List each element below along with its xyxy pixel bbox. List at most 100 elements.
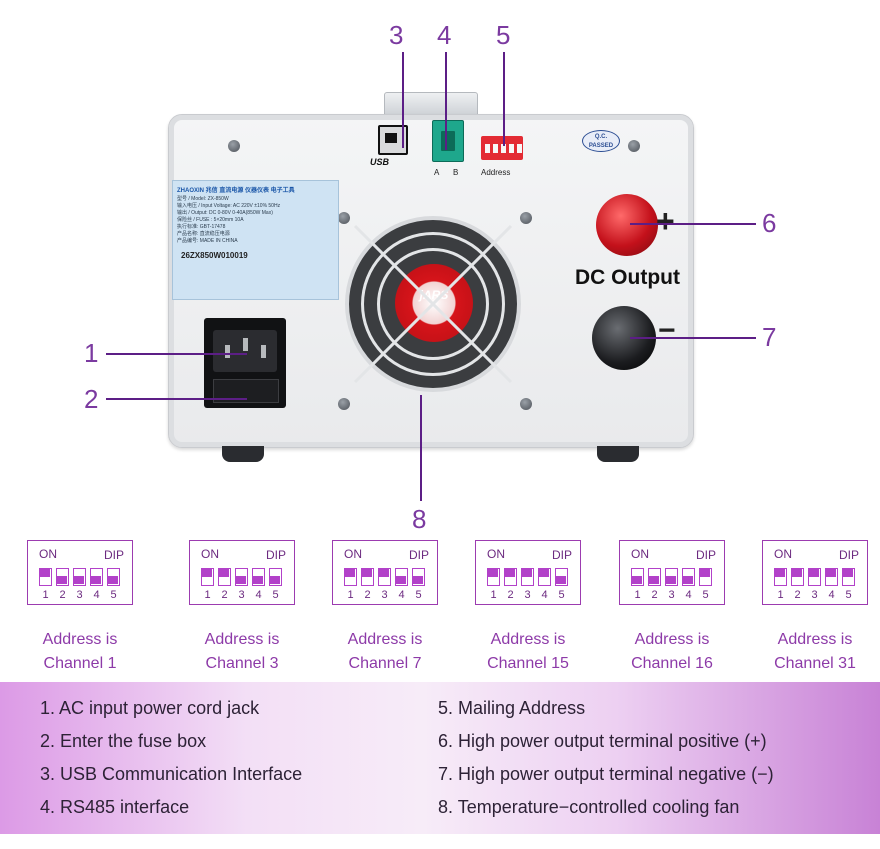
- sticker-line: 产品名称: 直流稳压电源: [177, 231, 230, 237]
- device-foot-left: [222, 446, 264, 462]
- leader-line-5: [503, 52, 505, 146]
- dip-on-label: ON: [487, 547, 505, 561]
- dc-output-label: DC Output: [575, 266, 680, 289]
- callout-4: 4: [437, 20, 452, 50]
- legend-item-4: 4. RS485 interface: [40, 797, 190, 817]
- dip-switch-number: 2: [364, 589, 371, 601]
- caption-line-2: Channel 15: [487, 655, 569, 672]
- legend-band: [0, 682, 880, 834]
- sticker-brand: ZHAOXIN 兆信 直流电源 仪器仪表 电子工具: [177, 188, 295, 194]
- dip-switch-4: [538, 568, 551, 586]
- leader-line-3: [402, 52, 404, 148]
- dip-on-label: ON: [631, 547, 649, 561]
- callout-5: 5: [496, 20, 511, 50]
- screw: [338, 398, 350, 410]
- dip-switch-number: 1: [634, 589, 641, 601]
- dip-switch-4: [90, 568, 103, 586]
- dip-switch-1: [39, 568, 52, 586]
- dip-switch-number: 2: [794, 589, 801, 601]
- dip-on-label: ON: [774, 547, 792, 561]
- sticker-line: 输出 / Output: DC 0-80V 0-40A(850W Max): [177, 210, 273, 216]
- qc-line1: Q.C.: [594, 134, 608, 140]
- caption-line-1: Address is: [490, 631, 566, 648]
- dip-switch-2: [218, 568, 231, 586]
- caption-line-1: Address is: [347, 631, 423, 648]
- caption-line-1: Address is: [204, 631, 280, 648]
- qc-passed-badge: Q.C. PASSED: [582, 130, 620, 152]
- dip-switch-4: [395, 568, 408, 586]
- dip-switch-4: [682, 568, 695, 586]
- dip-title-label: DIP: [103, 548, 124, 562]
- screw: [228, 140, 240, 152]
- dip-switch-1: [631, 568, 644, 586]
- dip-switch-3: [235, 568, 248, 586]
- dip-switch-3: [665, 568, 678, 586]
- leader-line-1: [106, 353, 247, 355]
- dip-switch-number: 4: [93, 589, 100, 601]
- dip-switch-4: [252, 568, 265, 586]
- fan-guard-ring: [361, 232, 505, 376]
- dip-switch-5: [269, 568, 282, 586]
- leader-line-4: [445, 52, 447, 150]
- dip-switch-3: [521, 568, 534, 586]
- dip-switch-number: 3: [381, 589, 388, 601]
- dip-switch-5: [412, 568, 425, 586]
- leader-line-7: [630, 337, 756, 339]
- qc-line2: PASSED: [588, 143, 614, 149]
- dip-switch-number: 5: [415, 589, 422, 601]
- dip-switch-1: [774, 568, 787, 586]
- dip-title-label: DIP: [551, 548, 572, 562]
- screw: [628, 140, 640, 152]
- dip-switch-number: 3: [668, 589, 675, 601]
- dip-switch-3: [73, 568, 86, 586]
- sticker-line: 执行标准: GBT-17478: [177, 224, 226, 230]
- legend-item-3: 3. USB Communication Interface: [40, 764, 303, 784]
- legend-item-6: 6. High power output terminal positive (…: [438, 731, 767, 751]
- dip-on-label: ON: [344, 547, 362, 561]
- screw: [520, 398, 532, 410]
- dip-switch-2: [648, 568, 661, 586]
- sticker-line: 保险丝 / FUSE : 5×20mm 10A: [177, 217, 244, 223]
- leader-line-6: [630, 223, 756, 225]
- dip-on-label: ON: [201, 547, 219, 561]
- legend-item-7: 7. High power output terminal negative (…: [438, 764, 774, 784]
- dip-on-label: ON: [39, 547, 57, 561]
- screw: [520, 212, 532, 224]
- caption-line-2: Channel 16: [631, 655, 713, 672]
- leader-line-2: [106, 398, 247, 400]
- dip-switch-number: 5: [845, 589, 852, 601]
- callout-1: 1: [84, 338, 99, 368]
- dip-switch-number: 2: [221, 589, 228, 601]
- dip-switch-number: 4: [398, 589, 405, 601]
- dip-switch-number: 5: [558, 589, 565, 601]
- dip-address-caption: Address is Channel 15: [458, 628, 598, 676]
- caption-line-1: Address is: [42, 631, 118, 648]
- ac-input-jack: [213, 330, 277, 372]
- legend-item-2: 2. Enter the fuse box: [40, 731, 207, 751]
- dip-switch-number: 5: [702, 589, 709, 601]
- dip-switch-number: 1: [204, 589, 211, 601]
- dip-switch-number: 3: [238, 589, 245, 601]
- positive-terminal: [596, 194, 658, 256]
- dip-switch-1: [201, 568, 214, 586]
- dip-switch-3: [378, 568, 391, 586]
- rs485-b-label: B: [453, 168, 459, 177]
- dip-switch-1: [487, 568, 500, 586]
- dip-title-label: DIP: [695, 548, 716, 562]
- caption-line-1: Address is: [777, 631, 853, 648]
- callout-8: 8: [412, 504, 427, 534]
- dip-switch-2: [56, 568, 69, 586]
- legend-item-1: 1. AC input power cord jack: [40, 698, 260, 718]
- dip-switch-2: [791, 568, 804, 586]
- address-tag: Address: [481, 168, 511, 177]
